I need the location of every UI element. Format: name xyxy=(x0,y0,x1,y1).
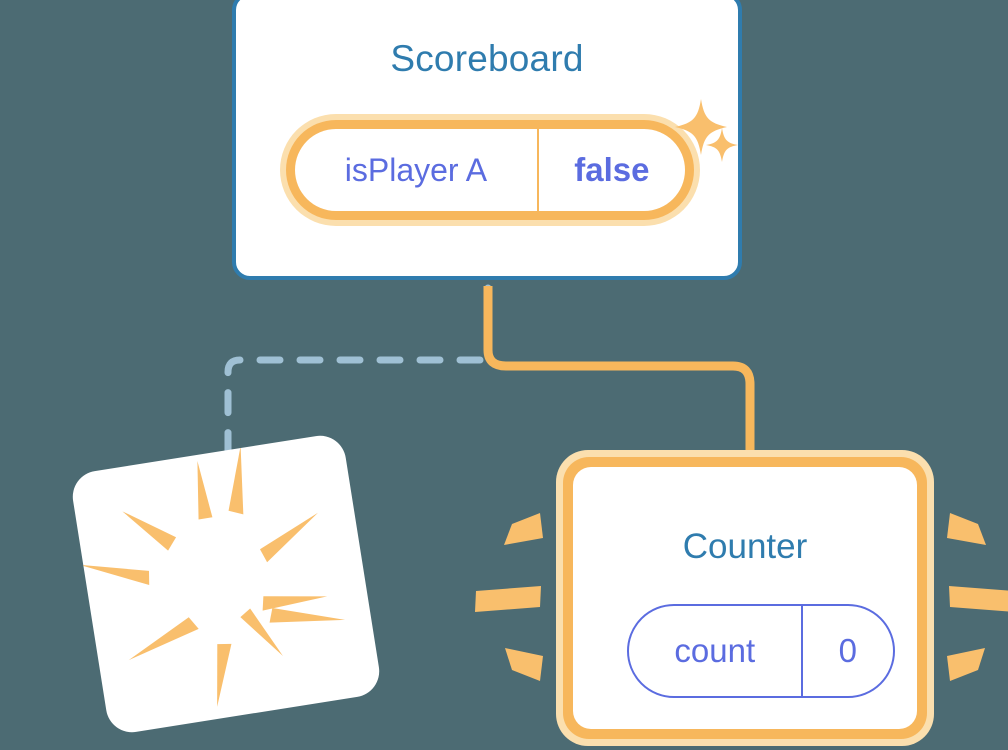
burst-ray-nne xyxy=(228,446,244,515)
blank-card[interactable] xyxy=(69,432,383,736)
burst-ray-sw xyxy=(128,617,199,661)
counter-pill-divider xyxy=(800,606,803,696)
burst-ray-n xyxy=(197,460,213,520)
connector-solid-to-counter xyxy=(483,286,755,462)
sparkle-small-icon xyxy=(706,128,738,162)
scoreboard-card[interactable]: Scoreboard isPlayer A false xyxy=(232,0,742,280)
scoreboard-pill-key: isPlayer A xyxy=(344,151,488,188)
counter-card-ring: Counter count 0 xyxy=(563,457,927,739)
counter-pill-value: 0 xyxy=(838,632,857,669)
burst-ray-right-bottom xyxy=(947,648,985,681)
sparkle-large-icon xyxy=(675,99,727,155)
burst-ray-right-top xyxy=(947,513,986,545)
burst-ray-right-mid xyxy=(949,586,1008,612)
counter-title: Counter xyxy=(682,527,808,566)
counter-state-pill[interactable]: count 0 xyxy=(627,604,895,698)
burst-ray-left-bottom xyxy=(505,648,543,681)
scoreboard-pill-body: isPlayer A false xyxy=(295,129,685,211)
blank-card-burst-rays xyxy=(79,446,346,707)
scoreboard-pill-value: false xyxy=(574,151,650,188)
scoreboard-pill-ring: isPlayer A false xyxy=(286,120,694,220)
scoreboard-title: Scoreboard xyxy=(390,38,584,79)
burst-ray-left-top xyxy=(504,513,543,545)
scoreboard-pill-divider xyxy=(536,129,539,211)
scoreboard-state-pill[interactable]: isPlayer A false xyxy=(280,114,700,226)
burst-ray-nw xyxy=(122,511,177,551)
burst-ray-ene xyxy=(262,596,328,611)
burst-ray-se xyxy=(240,608,283,656)
burst-ray-left-mid xyxy=(475,586,541,612)
burst-ray-e xyxy=(259,512,318,563)
counter-pill-key: count xyxy=(674,632,756,669)
counter-card-body: Counter count 0 xyxy=(573,467,917,729)
counter-card[interactable]: Counter count 0 xyxy=(556,450,934,746)
burst-ray-sse xyxy=(269,608,346,623)
connector-dashed-to-blank-card xyxy=(224,284,492,482)
